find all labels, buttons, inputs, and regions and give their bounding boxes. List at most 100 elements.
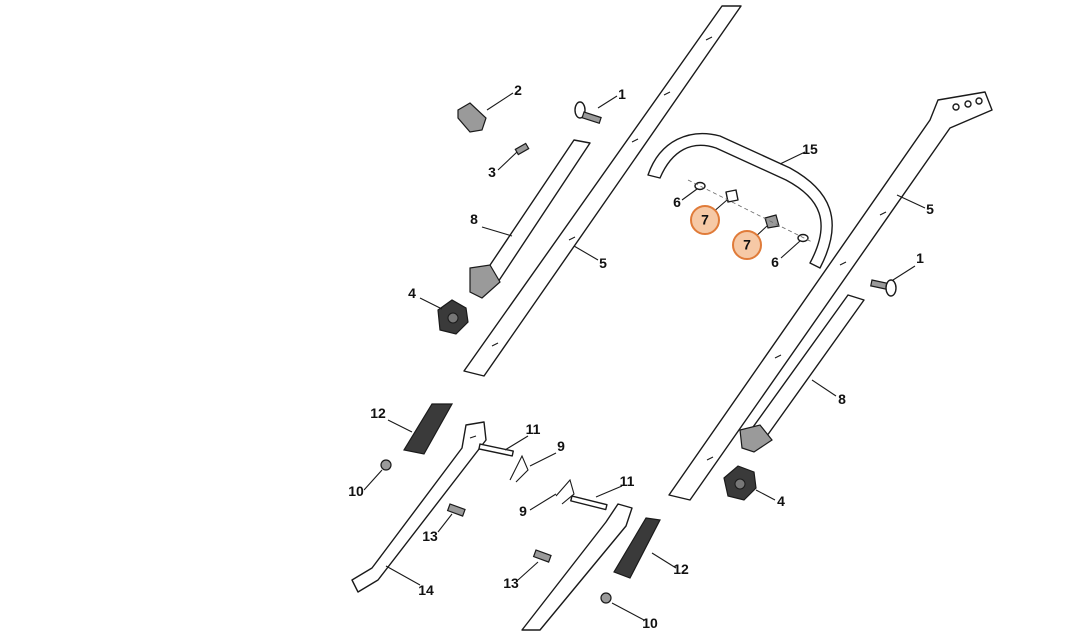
callout-6: 6 [673, 188, 698, 210]
callout-number: 9 [557, 438, 565, 454]
callout-13: 13 [422, 513, 453, 544]
callout-4: 4 [408, 285, 443, 310]
callout-leader-line [504, 435, 529, 451]
callout-number: 15 [802, 141, 818, 157]
part-10-nut-left [380, 459, 392, 471]
callout-11: 11 [504, 421, 541, 451]
part-9-clip-left [509, 454, 529, 483]
callout-number: 6 [771, 254, 779, 270]
callout-number: 2 [514, 82, 522, 98]
callout-leader-line [573, 245, 599, 261]
part-10-nut-right [600, 592, 612, 604]
callout-5: 5 [573, 245, 607, 271]
callout-leader-line [892, 265, 916, 281]
callout-highlight-circle [690, 205, 720, 235]
callout-number: 3 [488, 164, 496, 180]
callout-leader-line [896, 194, 926, 209]
callout-9: 9 [529, 438, 565, 467]
callout-number: 13 [503, 575, 519, 591]
callout-number: 5 [599, 255, 607, 271]
callout-number: 10 [642, 615, 658, 631]
callout-9: 9 [519, 493, 557, 519]
callout-number: 13 [422, 528, 438, 544]
callout-12: 12 [651, 552, 689, 577]
callout-7: 7 [732, 225, 768, 260]
upper-handle-tube-right [668, 91, 993, 501]
part-11-bolt-left [478, 443, 514, 457]
callout-number: 12 [673, 561, 689, 577]
callout-number: 1 [916, 250, 924, 266]
callout-6: 6 [771, 240, 801, 270]
part-12-cover-right [613, 517, 661, 579]
callout-7: 7 [690, 199, 728, 235]
callout-5: 5 [896, 194, 934, 217]
callout-10: 10 [611, 602, 658, 631]
callout-leader-line [437, 513, 453, 533]
callout-1: 1 [892, 250, 924, 281]
callout-number: 11 [526, 421, 541, 437]
part-13-screw-left [446, 503, 466, 517]
callout-leader-line [780, 240, 801, 259]
callout-leader-line [387, 419, 413, 433]
lower-handle-left [351, 421, 487, 593]
callout-leader-line [363, 469, 383, 491]
callout-number: 8 [838, 391, 846, 407]
part-8-cable-guide-left [469, 139, 591, 299]
callout-8: 8 [470, 211, 513, 237]
upper-handle-tube-left [463, 5, 742, 377]
part-4-knob-right [723, 465, 757, 501]
callout-leader-line [497, 151, 518, 171]
lower-handle-right [521, 503, 633, 631]
part-13-screw-right [532, 549, 552, 563]
callout-leader-line [481, 226, 513, 237]
callout-number: 5 [926, 201, 934, 217]
callout-leader-line [681, 188, 698, 201]
callout-leader-line [486, 92, 514, 111]
callout-leader-line [595, 485, 623, 498]
callout-leader-line [385, 565, 421, 586]
part-11-bolt-right [570, 495, 608, 511]
callout-2: 2 [486, 82, 522, 111]
callout-8: 8 [811, 379, 846, 407]
callout-leader-line [651, 552, 677, 569]
callout-number: 8 [470, 211, 478, 227]
callout-1: 1 [597, 86, 626, 109]
callout-13: 13 [503, 561, 539, 591]
callout-3: 3 [488, 151, 518, 180]
part-12-cover-left [403, 403, 454, 455]
callout-leader-line [779, 151, 806, 165]
callout-4: 4 [755, 489, 785, 509]
part-1-bolt-right [870, 279, 897, 297]
callout-number: 7 [743, 237, 751, 253]
callout-number: 4 [777, 493, 785, 509]
callout-number: 4 [408, 285, 416, 301]
callout-leader-line [517, 561, 539, 581]
callout-10: 10 [348, 469, 383, 499]
callout-leader-line [529, 493, 557, 511]
callout-highlight-circle [732, 230, 762, 260]
callout-14: 14 [385, 565, 434, 598]
callout-leader-line [755, 489, 776, 501]
callout-number: 1 [618, 86, 626, 102]
callout-leader-line [419, 297, 443, 310]
callout-11: 11 [595, 473, 635, 498]
callout-number: 9 [519, 503, 527, 519]
callout-number: 14 [418, 582, 434, 598]
callout-15: 15 [779, 141, 818, 165]
callout-12: 12 [370, 405, 413, 433]
callout-number: 10 [348, 483, 364, 499]
washers-and-nuts [687, 179, 813, 243]
part-1-bolt-top [574, 101, 602, 125]
part-2-clamp [457, 102, 487, 133]
callout-number: 6 [673, 194, 681, 210]
callout-leader-line [611, 602, 645, 621]
callout-number: 12 [370, 405, 386, 421]
part-8-cable-guide-right [739, 294, 865, 453]
callout-number: 11 [620, 473, 635, 489]
callout-leader-line [597, 95, 618, 109]
callout-number: 7 [701, 212, 709, 228]
cross-bar [647, 132, 833, 269]
